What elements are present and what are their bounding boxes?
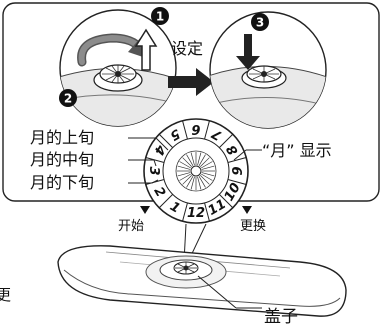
hub-rib [198,176,206,188]
dial-tick [182,202,188,222]
step-badge-1: 1 [151,7,169,25]
hub-rib [199,174,210,185]
hub-rib [182,157,193,168]
step-rotate-illustration [59,9,177,127]
hub-rib [201,172,215,177]
right-arrow-icon [168,68,214,96]
label-edge-char: 更 [0,286,11,304]
hub-rib [190,152,195,166]
dial-tick [158,193,174,209]
hub-rib [179,173,191,181]
label-early-month: 月的上旬 [30,128,94,147]
device-body [57,245,347,317]
step-badge-3-text: 3 [256,16,264,30]
dial-tick [182,120,188,140]
step-badge-2-text: 2 [64,92,72,106]
label-cap: 盖子 [264,307,298,327]
hub-rib [201,165,215,170]
hub-rib [201,173,213,181]
dial-tick [204,120,210,140]
dial-tick [218,133,234,149]
hub-rib [179,161,191,169]
dial-tick [227,179,247,185]
label-change: 更换 [240,219,266,234]
hub-rib [199,157,210,168]
hub-rib [201,161,213,169]
label-start: 开始 [118,219,144,234]
step-badge-1-text: 1 [156,10,164,24]
dial-tick [227,157,247,163]
dial-number: 6 [191,121,200,136]
hub-rib [182,174,193,185]
dial-number: 12 [187,206,205,221]
dial-center-hub [175,150,217,192]
start-marker: 开始 [118,206,150,234]
dial-tick [158,133,174,149]
hub-rib [197,176,202,190]
hub-rib [186,176,194,188]
dial-number: 3 [146,166,161,175]
step-set-illustration [209,11,327,129]
hub-rib [177,172,191,177]
hub-rib [198,154,206,166]
hub-rib [186,154,194,166]
label-month-display: “月” 显示 [262,141,332,160]
hub-rib [197,152,202,166]
hub-rib [190,176,195,190]
step-badge-3: 3 [251,13,269,31]
dial-number: 9 [231,166,246,175]
label-set: 设定 [171,39,203,58]
dial-segment-ticks [145,120,247,222]
dial-tick [218,193,234,209]
label-late-month: 月的下旬 [30,173,94,192]
label-mid-month: 月的中旬 [30,150,94,169]
dial-tick [145,157,165,163]
change-marker: 更换 [240,206,266,234]
dial-tick [204,202,210,222]
hub-rib [177,165,191,170]
step-badge-2: 2 [59,89,77,107]
